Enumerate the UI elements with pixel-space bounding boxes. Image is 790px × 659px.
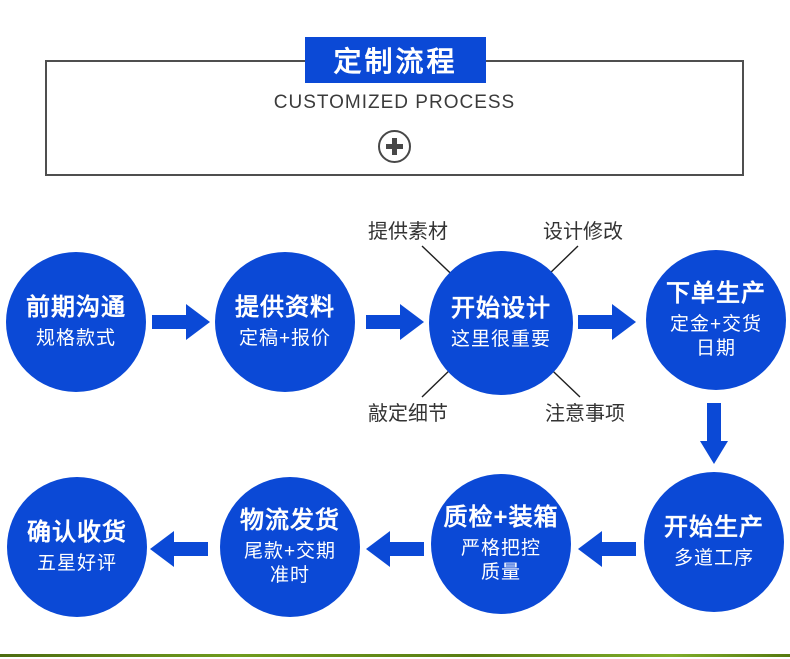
node-subtitle: 这里很重要 xyxy=(450,329,551,351)
node-subtitle: 定稿+报价 xyxy=(238,328,332,350)
annotation-finalize-details: 敲定细节 xyxy=(368,403,448,425)
arrow-shaft xyxy=(578,315,612,329)
node-subtitle: 尾款+交期 xyxy=(243,541,337,563)
arrow-down-icon xyxy=(700,403,728,464)
node-title: 确认收货 xyxy=(27,519,127,547)
page-title: 定制流程 xyxy=(305,37,486,83)
arrow-left-icon xyxy=(366,531,424,567)
flow-node-qc-packing: 质检+装箱 严格把控 质量 xyxy=(431,474,571,614)
arrow-shaft xyxy=(602,542,636,556)
arrow-head xyxy=(578,531,602,567)
flow-node-confirm-receipt: 确认收货 五星好评 xyxy=(7,477,147,617)
node-subtitle: 规格款式 xyxy=(35,328,116,350)
page-subtitle: CUSTOMIZED PROCESS xyxy=(273,92,516,113)
flow-node-start-production: 开始生产 多道工序 xyxy=(644,472,784,612)
node-title: 前期沟通 xyxy=(26,294,126,322)
arrow-shaft xyxy=(707,403,721,441)
flow-node-provide-info: 提供资料 定稿+报价 xyxy=(215,252,355,392)
arrow-shaft xyxy=(390,542,424,556)
arrow-shaft xyxy=(366,315,400,329)
arrow-head xyxy=(700,441,728,464)
arrow-shaft xyxy=(152,315,186,329)
flow-node-start-design: 开始设计 这里很重要 xyxy=(429,251,573,395)
node-title: 提供资料 xyxy=(235,294,335,322)
arrow-left-icon xyxy=(150,531,208,567)
annotation-provide-material: 提供素材 xyxy=(368,221,448,243)
node-subtitle: 多道工序 xyxy=(673,548,754,570)
arrow-head xyxy=(366,531,390,567)
node-title: 开始设计 xyxy=(451,295,551,323)
node-title: 下单生产 xyxy=(666,280,766,308)
arrow-right-icon xyxy=(578,304,636,340)
arrow-right-icon xyxy=(366,304,424,340)
footer-green-edge xyxy=(0,654,790,657)
flow-node-order-production: 下单生产 定金+交货 日期 xyxy=(646,250,786,390)
arrow-right-icon xyxy=(152,304,210,340)
flow-node-logistics-shipping: 物流发货 尾款+交期 准时 xyxy=(220,477,360,617)
annotation-design-revision: 设计修改 xyxy=(543,221,623,243)
node-subtitle: 定金+交货 xyxy=(669,314,763,336)
node-subtitle: 严格把控 xyxy=(460,538,541,560)
node-title: 物流发货 xyxy=(240,507,340,535)
arrow-shaft xyxy=(174,542,208,556)
node-subtitle: 质量 xyxy=(480,562,521,583)
plus-icon-vertical-bar xyxy=(392,138,397,155)
arrow-head xyxy=(186,304,210,340)
arrow-head xyxy=(612,304,636,340)
arrow-head xyxy=(150,531,174,567)
arrow-left-icon xyxy=(578,531,636,567)
node-subtitle: 日期 xyxy=(695,338,736,359)
annotation-cautions: 注意事项 xyxy=(545,403,625,425)
node-subtitle: 五星好评 xyxy=(36,553,117,575)
flow-node-early-communication: 前期沟通 规格款式 xyxy=(6,252,146,392)
node-title: 质检+装箱 xyxy=(443,504,559,532)
arrow-head xyxy=(400,304,424,340)
plus-icon xyxy=(378,130,411,163)
node-title: 开始生产 xyxy=(664,514,764,542)
node-subtitle: 准时 xyxy=(269,565,310,586)
